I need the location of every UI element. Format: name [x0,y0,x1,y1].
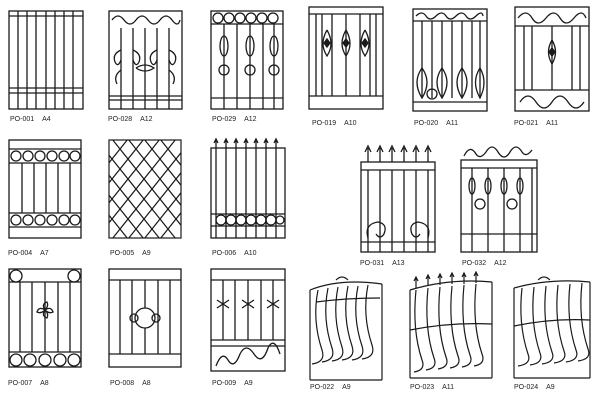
grille-item-po-029 [210,10,284,110]
grille-item-po-023 [402,270,494,380]
grille-po-009-drawing [210,268,286,372]
caption-po-024: PO-024 A9 [514,384,555,392]
grille-item-po-031 [360,142,436,254]
item-grade: A8 [40,380,49,387]
item-code: PO-009 [212,380,237,387]
grille-item-po-006 [210,136,286,240]
item-grade: A11 [546,120,559,127]
grille-item-po-022 [300,272,386,382]
item-code: PO-022 [310,384,335,391]
caption-po-020: PO-020 A11 [414,120,458,128]
caption-po-001: PO-001 A4 [10,116,51,124]
grille-po-008-drawing [108,268,182,368]
grille-item-po-009 [210,268,286,372]
item-code: PO-020 [414,120,439,127]
grille-po-024-drawing [513,276,591,379]
grille-po-001-drawing [8,10,84,110]
grille-po-019-drawing [308,6,384,110]
item-code: PO-023 [410,384,435,391]
grille-item-po-020 [412,8,488,112]
caption-po-019: PO-019 A10 [312,120,357,128]
grille-item-po-008 [108,268,182,368]
item-grade: A13 [392,260,405,267]
item-code: PO-006 [212,250,237,257]
caption-po-004: PO-004 A7 [8,250,49,258]
grille-po-032-drawing [460,146,538,253]
grille-item-po-028 [108,10,183,110]
grille-po-021-drawing [514,6,590,112]
grille-item-po-007 [8,268,82,368]
item-grade: A10 [344,120,357,127]
grille-po-004-drawing [8,139,82,239]
grille-po-022-drawing [309,276,383,381]
caption-po-032: PO-032 A12 [462,260,507,268]
caption-po-031: PO-031 A13 [360,260,405,268]
grille-po-007-drawing [8,268,82,368]
item-code: PO-029 [212,116,237,123]
item-grade: A8 [142,380,151,387]
item-code: PO-032 [462,260,487,267]
item-grade: A9 [546,384,555,391]
grille-item-po-021 [514,6,590,112]
item-code: PO-031 [360,260,385,267]
item-code: PO-004 [8,250,33,257]
item-code: PO-005 [110,250,135,257]
caption-po-021: PO-021 A11 [514,120,558,128]
caption-po-006: PO-006 A10 [212,250,257,258]
item-grade: A11 [442,384,455,391]
item-grade: A12 [244,116,257,123]
item-grade: A11 [446,120,459,127]
item-grade: A9 [244,380,253,387]
grille-po-023-drawing [409,270,493,379]
caption-po-028: PO-028 A12 [108,116,153,124]
item-code: PO-028 [108,116,133,123]
grille-item-po-032 [460,142,538,254]
item-grade: A12 [494,260,507,267]
item-code: PO-008 [110,380,135,387]
item-grade: A12 [140,116,153,123]
item-code: PO-024 [514,384,539,391]
caption-po-009: PO-009 A9 [212,380,253,388]
grille-item-po-019 [308,6,384,110]
item-code: PO-007 [8,380,33,387]
caption-po-029: PO-029 A12 [212,116,257,124]
item-grade: A9 [342,384,351,391]
grille-po-031-drawing [360,144,436,253]
grille-item-po-024 [504,272,594,380]
caption-po-022: PO-022 A9 [310,384,351,392]
item-grade: A9 [142,250,151,257]
grille-po-020-drawing [412,8,488,112]
grille-item-po-001 [8,10,84,110]
item-code: PO-001 [10,116,35,123]
grille-po-028-drawing [108,10,183,110]
grille-po-006-drawing [210,137,286,239]
item-grade: A7 [40,250,49,257]
caption-po-007: PO-007 A8 [8,380,49,388]
caption-po-005: PO-005 A9 [110,250,151,258]
caption-po-008: PO-008 A8 [110,380,151,388]
grille-item-po-005 [108,139,182,239]
item-grade: A10 [244,250,257,257]
item-code: PO-021 [514,120,539,127]
item-code: PO-019 [312,120,337,127]
grille-item-po-004 [8,139,82,239]
grille-po-005-drawing [108,139,182,239]
caption-po-023: PO-023 A11 [410,384,454,392]
item-grade: A4 [42,116,51,123]
grille-po-029-drawing [210,10,284,110]
